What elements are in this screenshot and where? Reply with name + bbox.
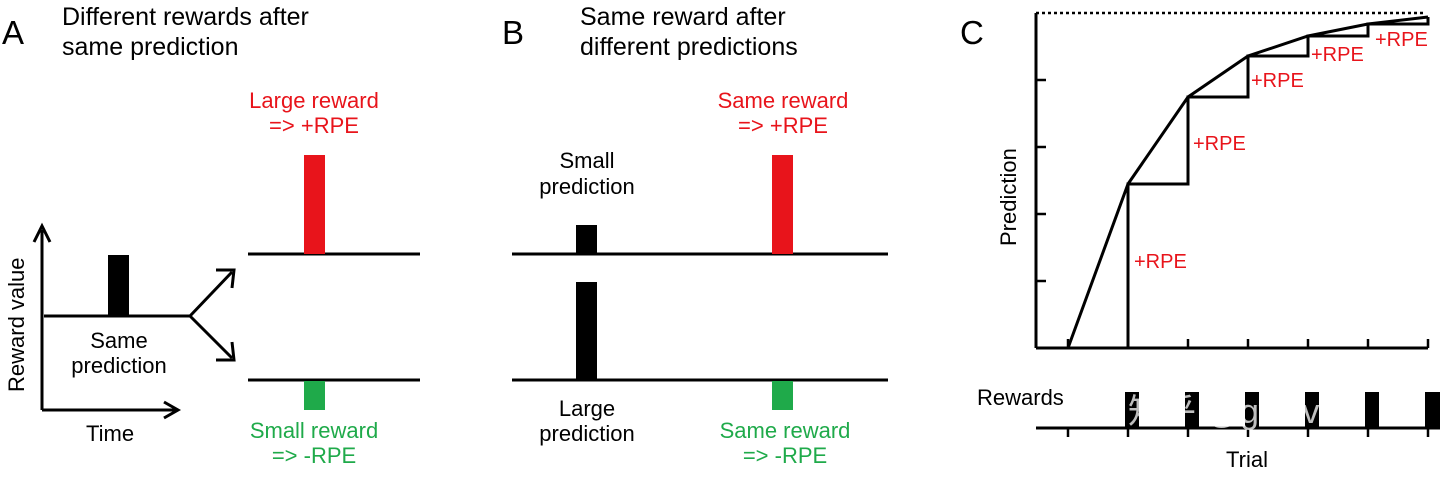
panel-a-small-reward-line2: => -RPE bbox=[272, 443, 356, 468]
panel-b-top-reward-line2: => +RPE bbox=[738, 113, 828, 138]
panel-a-small-reward-bar bbox=[304, 381, 325, 410]
panel-b-large-prediction-line1: Large bbox=[559, 396, 615, 421]
panel-b-small-prediction-line2: prediction bbox=[539, 174, 634, 199]
panel-c-letter: C bbox=[960, 14, 984, 51]
panel-c-rpe-label: +RPE bbox=[1375, 29, 1428, 51]
panel-a-y-axis-arrow bbox=[32, 222, 52, 243]
panel-b-large-prediction-line2: prediction bbox=[539, 421, 634, 446]
panel-c-y-label: Prediction bbox=[996, 148, 1021, 246]
panel-c: C Prediction +RPE +RPE +RPE + bbox=[960, 11, 1440, 472]
panel-a-prediction-bar bbox=[108, 255, 129, 316]
panel-c-y-ticks bbox=[1036, 78, 1046, 283]
panel-a-title-line1: Different rewards after bbox=[62, 3, 309, 31]
panel-b-top-reward-line1: Same reward bbox=[718, 88, 849, 113]
panel-a-large-reward-line2: => +RPE bbox=[269, 113, 359, 138]
panel-a-small-reward-line1: Small reward bbox=[250, 418, 378, 443]
panel-c-reward-bars bbox=[1125, 392, 1440, 428]
panel-b-bottom-reward-bar bbox=[772, 381, 793, 410]
panel-a-y-label: Reward value bbox=[4, 257, 29, 392]
panel-a-lower-arrowhead bbox=[216, 341, 236, 362]
panel-c-rpe-label: +RPE bbox=[1311, 44, 1364, 66]
panel-a-large-reward-line1: Large reward bbox=[249, 88, 379, 113]
panel-c-reward-ticks bbox=[1066, 428, 1430, 437]
panel-c-x-ticks bbox=[1066, 339, 1430, 348]
panel-c-rpe-label: +RPE bbox=[1251, 70, 1304, 92]
panel-b-large-prediction-bar bbox=[576, 282, 597, 380]
panel-c-rewards-label: Rewards bbox=[977, 385, 1064, 410]
panel-a-upper-branch bbox=[188, 270, 234, 318]
panel-a-large-reward-bar bbox=[304, 155, 325, 254]
panel-b-top-reward-bar bbox=[772, 155, 793, 254]
panel-b: B Same reward after different prediction… bbox=[502, 3, 888, 468]
panel-a-lower-branch bbox=[188, 314, 234, 360]
panel-b-title-line2: different predictions bbox=[580, 33, 798, 61]
panel-a-upper-arrowhead bbox=[216, 268, 236, 289]
panel-b-title-line1: Same reward after bbox=[580, 3, 786, 31]
panel-a-prediction-label-line2: prediction bbox=[71, 353, 166, 378]
watermark: 知乎 @gwave bbox=[1128, 393, 1338, 431]
panel-b-bottom-reward-line1: Same reward bbox=[720, 418, 851, 443]
panel-a-x-label: Time bbox=[86, 421, 134, 446]
panel-b-small-prediction-line1: Small bbox=[559, 148, 614, 173]
panel-a-prediction-label-line1: Same bbox=[90, 328, 147, 353]
panel-a-title-line2: same prediction bbox=[62, 33, 238, 61]
panel-c-rpe-label: +RPE bbox=[1134, 251, 1187, 273]
panel-c-x-label: Trial bbox=[1226, 447, 1268, 472]
panel-b-bottom-reward-line2: => -RPE bbox=[743, 443, 827, 468]
panel-a-letter: A bbox=[2, 14, 24, 51]
panel-b-letter: B bbox=[502, 14, 524, 51]
panel-a: A Different rewards after same predictio… bbox=[2, 3, 420, 468]
panel-b-small-prediction-bar bbox=[576, 225, 597, 254]
panel-a-x-axis-arrow bbox=[163, 400, 182, 420]
panel-c-prediction-steps bbox=[1126, 17, 1430, 348]
panel-c-rpe-label: +RPE bbox=[1193, 133, 1246, 155]
